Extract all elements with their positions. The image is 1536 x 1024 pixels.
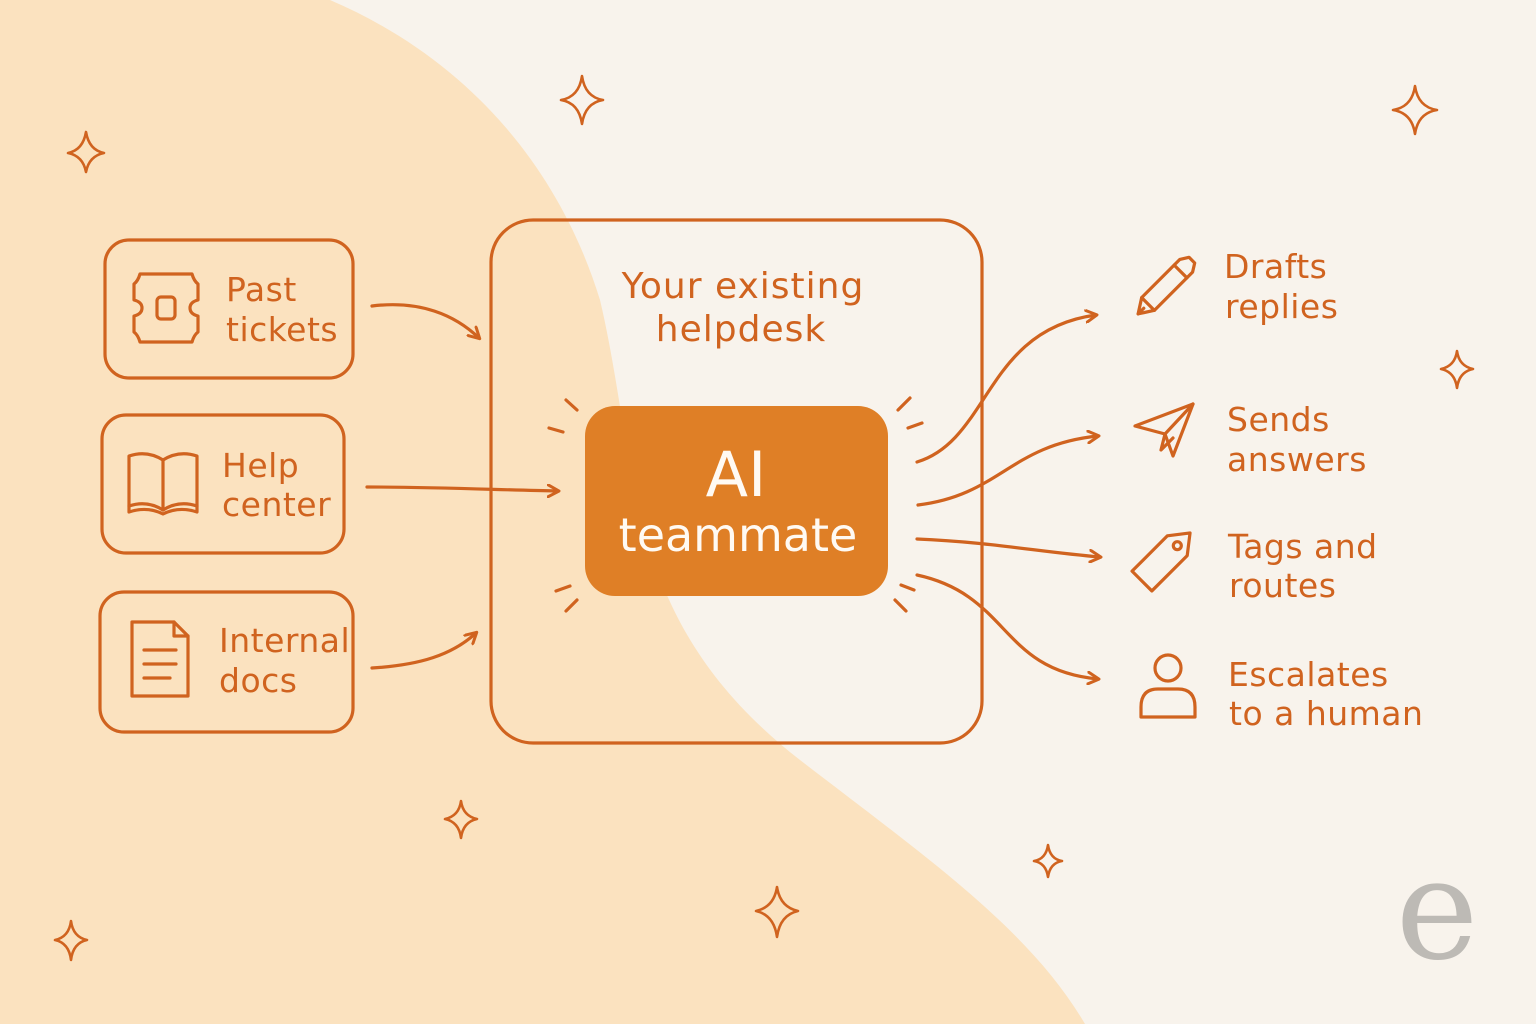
- sparkle-icon: [66, 130, 106, 174]
- helpdesk-box: Your existing helpdesk: [489, 218, 984, 745]
- open-book-icon: [127, 452, 199, 516]
- action-label-line2: answers: [1227, 440, 1367, 479]
- person-icon: [1139, 653, 1197, 719]
- brand-logo: e: [1396, 829, 1479, 992]
- sparkle-icon: [1391, 84, 1439, 136]
- tag-icon: [1130, 531, 1192, 593]
- source-label-line2: docs: [219, 661, 297, 700]
- arrow-internal-docs: [370, 633, 476, 670]
- sparkle-icon: [559, 74, 605, 126]
- arrow-tags-routes: [915, 537, 1100, 557]
- helpdesk-title-line2: helpdesk: [656, 309, 826, 350]
- action-label-line1: Escalates: [1228, 655, 1389, 694]
- arrow-sends-answers: [916, 436, 1098, 507]
- source-label-line1: Internal: [219, 621, 350, 660]
- action-tags-routes: Tags and routes: [1130, 527, 1378, 605]
- ai-subtitle: teammate: [619, 508, 858, 562]
- sparkle-icons: [53, 74, 1475, 962]
- arrow-past-tickets: [370, 303, 479, 338]
- background-blob: [0, 0, 1085, 1024]
- source-label-line1: Help: [222, 446, 299, 485]
- action-label-line1: Tags and: [1227, 527, 1378, 566]
- source-internal-docs: Internal docs: [98, 590, 355, 734]
- ai-teammate-box: AI teammate: [547, 396, 924, 613]
- source-help-center: Help center: [100, 413, 346, 555]
- sparkle-icon: [1032, 843, 1064, 879]
- action-label-line2: routes: [1229, 566, 1336, 605]
- paper-plane-icon: [1133, 402, 1195, 458]
- source-label-line2: tickets: [226, 310, 338, 349]
- action-drafts-replies: Drafts replies: [1136, 247, 1338, 326]
- ai-glow-marks: [547, 396, 924, 613]
- action-label-line1: Sends: [1227, 400, 1330, 439]
- sparkle-icon: [754, 885, 800, 939]
- sparkle-icon: [1439, 349, 1475, 390]
- arrow-escalates: [915, 573, 1098, 679]
- action-sends-answers: Sends answers: [1133, 400, 1367, 479]
- action-escalates: Escalates to a human: [1139, 653, 1423, 733]
- pencil-icon: [1136, 255, 1197, 316]
- arrow-help-center: [365, 487, 558, 491]
- sparkle-icon: [443, 799, 479, 840]
- ai-title: AI: [706, 438, 767, 511]
- action-label-line2: replies: [1225, 287, 1338, 326]
- source-past-tickets: Past tickets: [103, 238, 355, 380]
- action-label-line2: to a human: [1229, 694, 1423, 733]
- arrow-drafts-replies: [915, 315, 1096, 464]
- sparkle-icon: [53, 919, 89, 962]
- document-icon: [130, 620, 190, 698]
- helpdesk-title-line1: Your existing: [621, 266, 865, 307]
- source-label-line2: center: [222, 485, 331, 524]
- ticket-icon: [132, 272, 200, 344]
- source-label-line1: Past: [226, 270, 297, 309]
- action-label-line1: Drafts: [1224, 247, 1327, 286]
